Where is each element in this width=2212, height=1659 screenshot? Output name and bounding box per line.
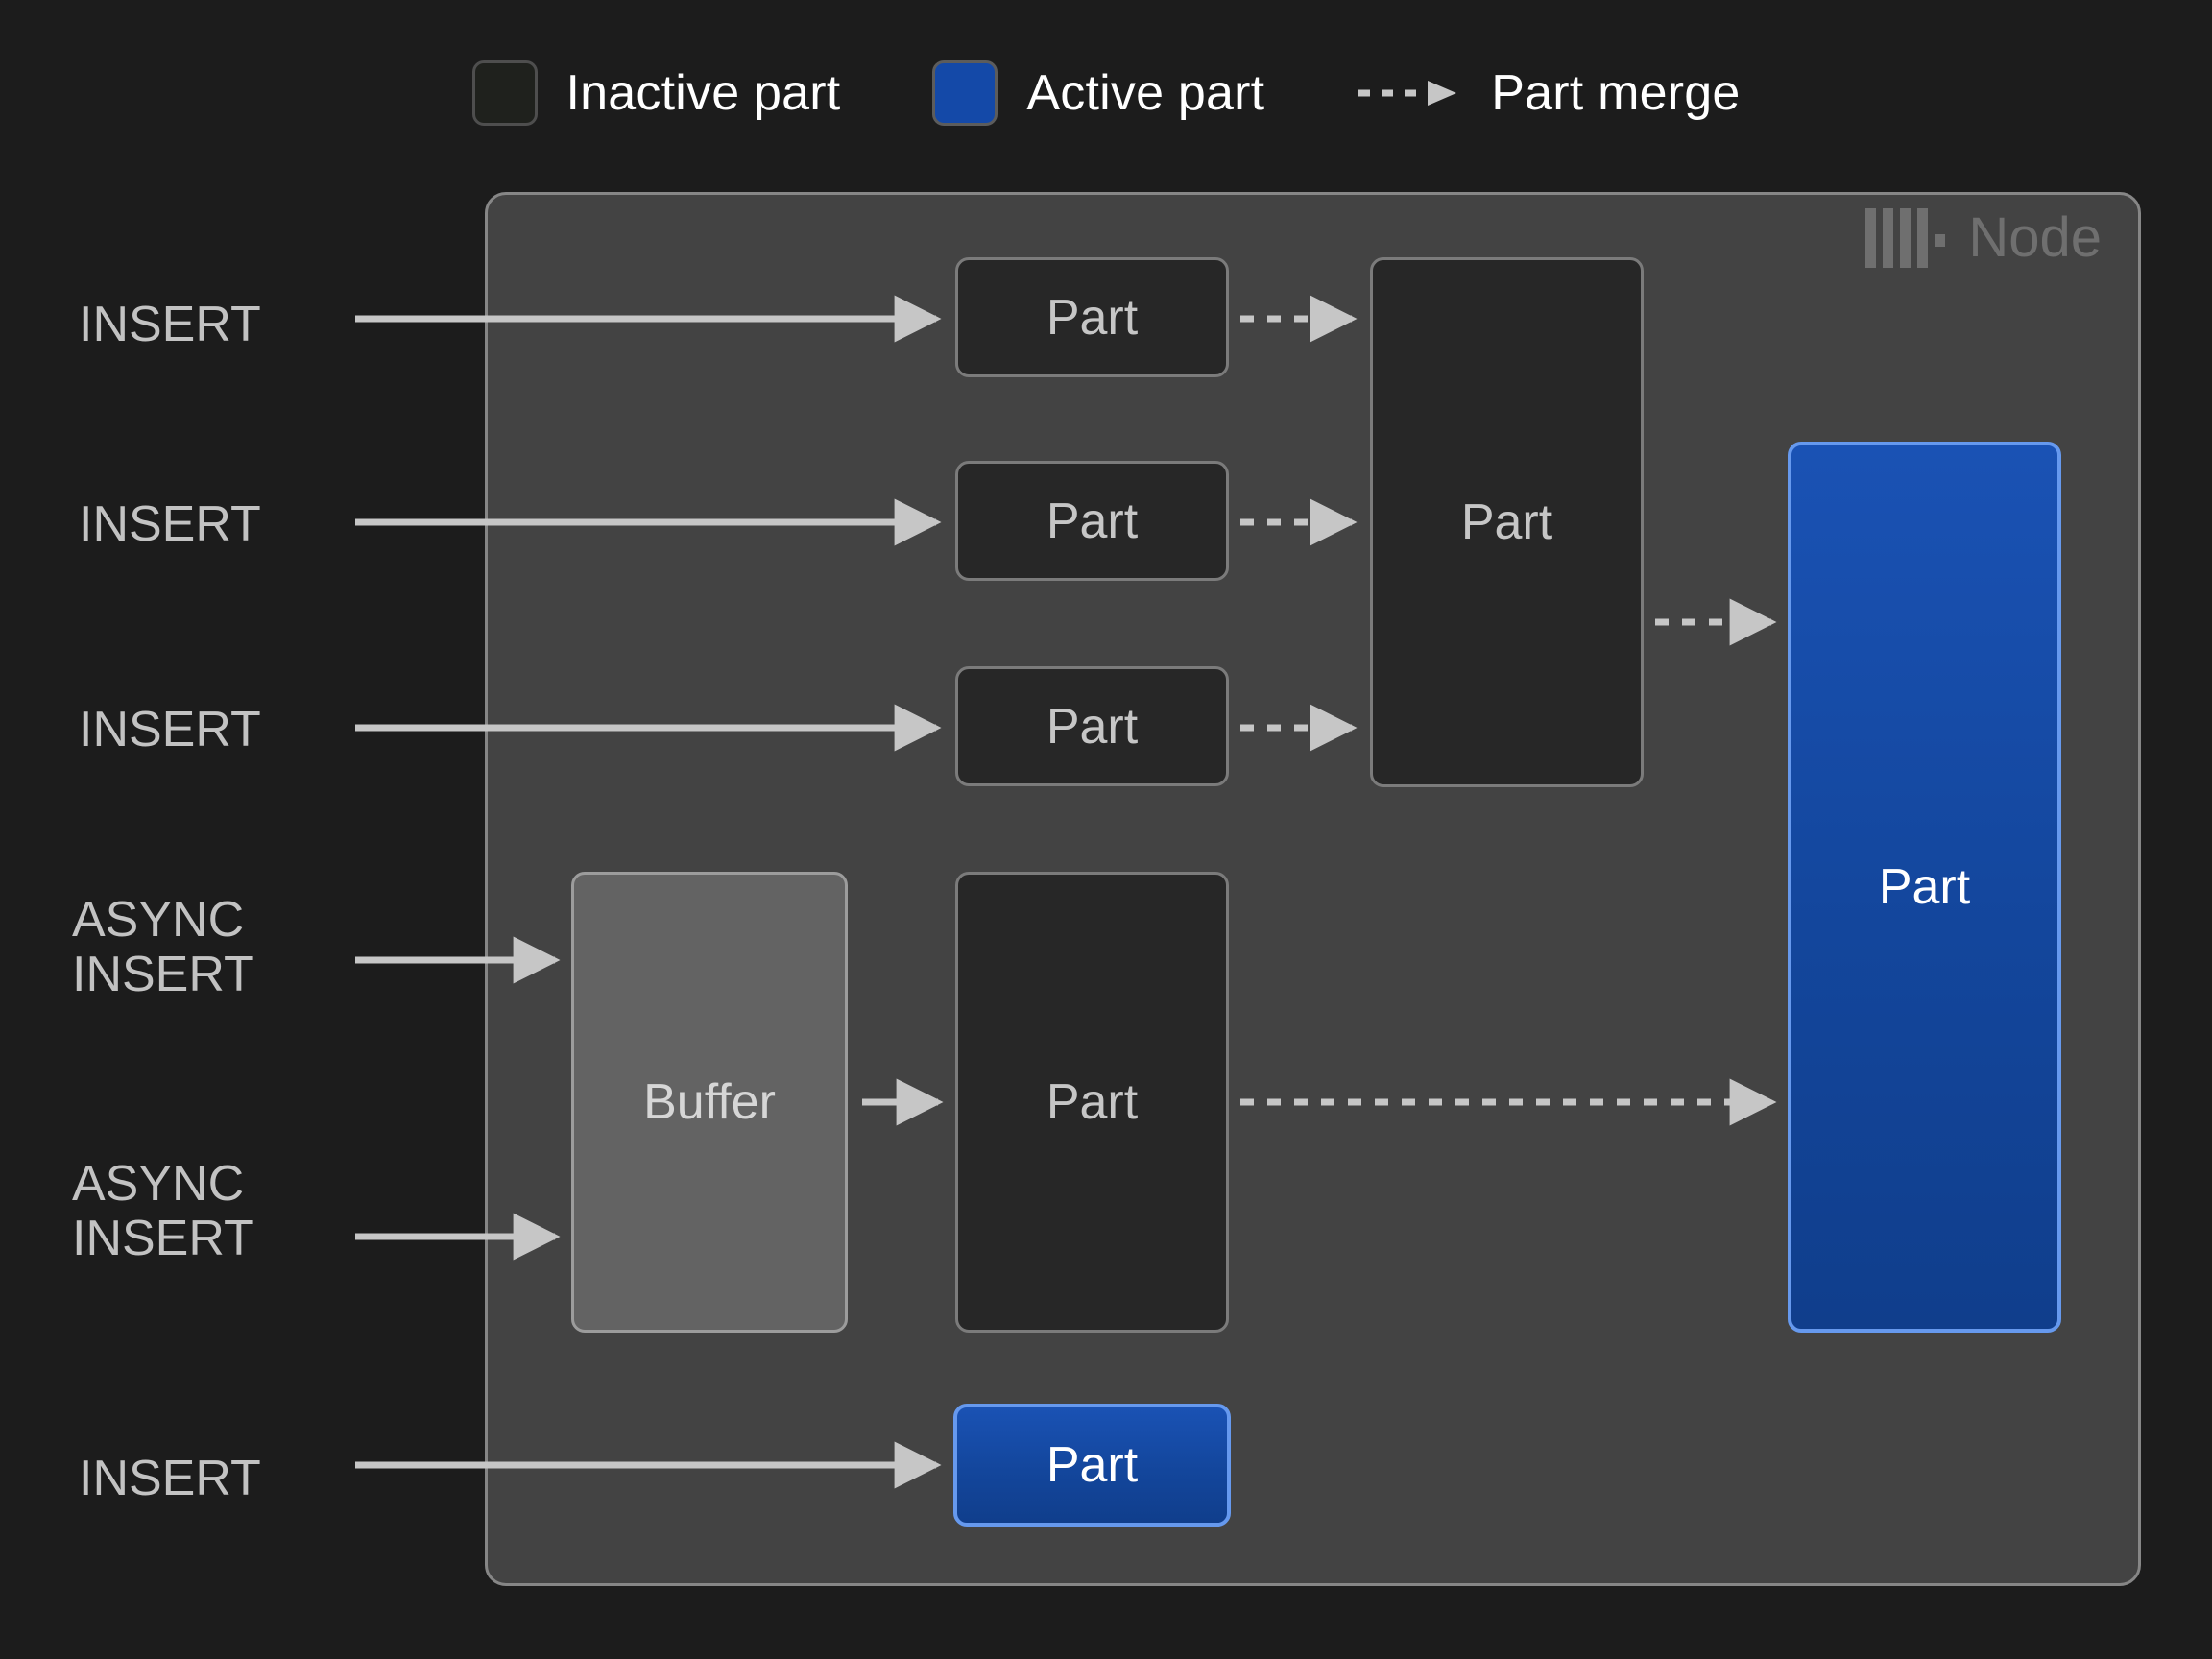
legend-item-inactive-part: Inactive part: [471, 60, 841, 126]
source-label-insert-1: INSERT: [79, 297, 261, 352]
source-label-insert-4: INSERT: [79, 1451, 261, 1506]
part-box-merged-col2[interactable]: Part: [1370, 257, 1644, 787]
clickhouse-logo-icon: [1865, 208, 1946, 268]
inactive-part-swatch: [471, 60, 538, 126]
legend-label-part-merge: Part merge: [1491, 65, 1741, 121]
part-box-col1-row2[interactable]: Part: [955, 461, 1229, 581]
buffer-box-label: Buffer: [643, 1074, 776, 1130]
legend-label-active-part: Active part: [1026, 65, 1265, 121]
part-box-direct-active[interactable]: Part: [953, 1404, 1231, 1527]
part-box-col1-row1[interactable]: Part: [955, 257, 1229, 377]
buffer-box[interactable]: Buffer: [571, 872, 848, 1333]
dashed-arrow-icon: [1357, 79, 1462, 108]
source-label-async-insert-2: ASYNC INSERT: [72, 1156, 254, 1267]
source-label-async-insert-1: ASYNC INSERT: [72, 892, 254, 1003]
part-box-label: Part: [1046, 493, 1139, 549]
part-box-label: Part: [1878, 859, 1971, 915]
source-label-insert-2: INSERT: [79, 496, 261, 552]
part-box-final-active[interactable]: Part: [1788, 442, 2061, 1333]
part-box-col1-row3[interactable]: Part: [955, 666, 1229, 786]
part-box-label: Part: [1046, 1074, 1139, 1130]
part-box-buffer-flush[interactable]: Part: [955, 872, 1229, 1333]
part-box-label: Part: [1046, 1437, 1139, 1493]
part-box-label: Part: [1046, 289, 1139, 346]
node-badge: Node: [1865, 208, 2102, 268]
legend-item-active-part: Active part: [932, 60, 1264, 126]
legend-label-inactive-part: Inactive part: [565, 65, 841, 121]
part-box-label: Part: [1460, 494, 1553, 550]
active-part-swatch: [932, 60, 998, 126]
legend-item-part-merge: Part merge: [1357, 64, 1740, 122]
node-label: Node: [1968, 206, 2102, 269]
part-box-label: Part: [1046, 698, 1139, 755]
source-label-insert-3: INSERT: [79, 702, 261, 757]
legend: Inactive part Active part Part merge: [0, 50, 2212, 136]
